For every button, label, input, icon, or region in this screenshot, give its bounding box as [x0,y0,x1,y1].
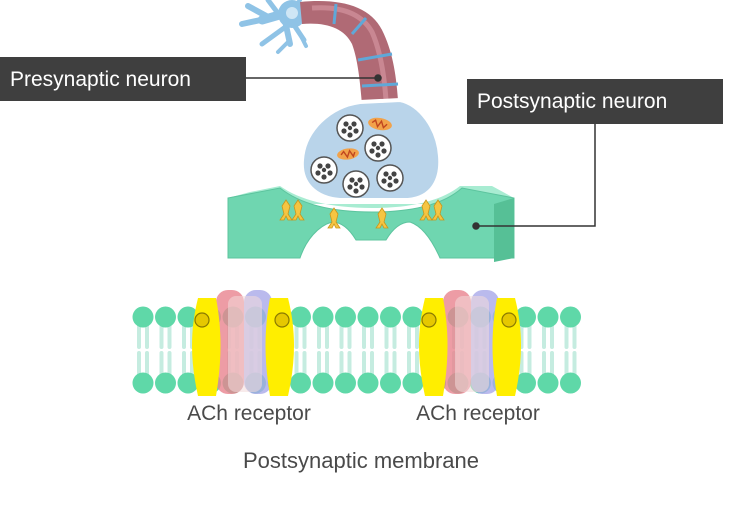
ach-receptor-label-right: ACh receptor [416,402,540,425]
postsynaptic-cell-side [494,198,514,262]
vesicle [342,170,370,198]
vesicle [376,164,404,192]
phospholipid [312,306,334,394]
phospholipid [357,306,379,394]
postsynaptic-neuron-label: Postsynaptic neuron [467,79,723,124]
mitochondrion [337,148,359,160]
phospholipid [560,306,581,394]
phospholipid [515,306,536,394]
phospholipid [290,306,311,394]
ach-receptor-left [192,290,294,396]
mitochondrion [368,117,392,131]
phospholipid [380,306,401,394]
leader-line-presynaptic [246,74,382,82]
phospholipid [402,306,424,394]
phospholipid [177,306,199,394]
ach-receptor-label-left: ACh receptor [187,402,311,425]
myelin-gaps [332,3,399,88]
vesicle [364,134,392,162]
neuron-nucleus [286,7,298,19]
phospholipid [335,306,356,394]
ach-receptor-right [419,290,521,396]
leader-line-postsynaptic [472,124,596,230]
presynaptic-neuron-label: Presynaptic neuron [0,57,246,101]
phospholipid [132,306,154,394]
end-plate-receptors [279,199,445,229]
vesicle [336,114,364,142]
phospholipid [155,306,176,394]
postsynaptic-membrane-label: Postsynaptic membrane [243,448,479,473]
phospholipid [537,306,559,394]
vesicle [310,156,338,184]
synaptic-vesicles [310,114,404,198]
